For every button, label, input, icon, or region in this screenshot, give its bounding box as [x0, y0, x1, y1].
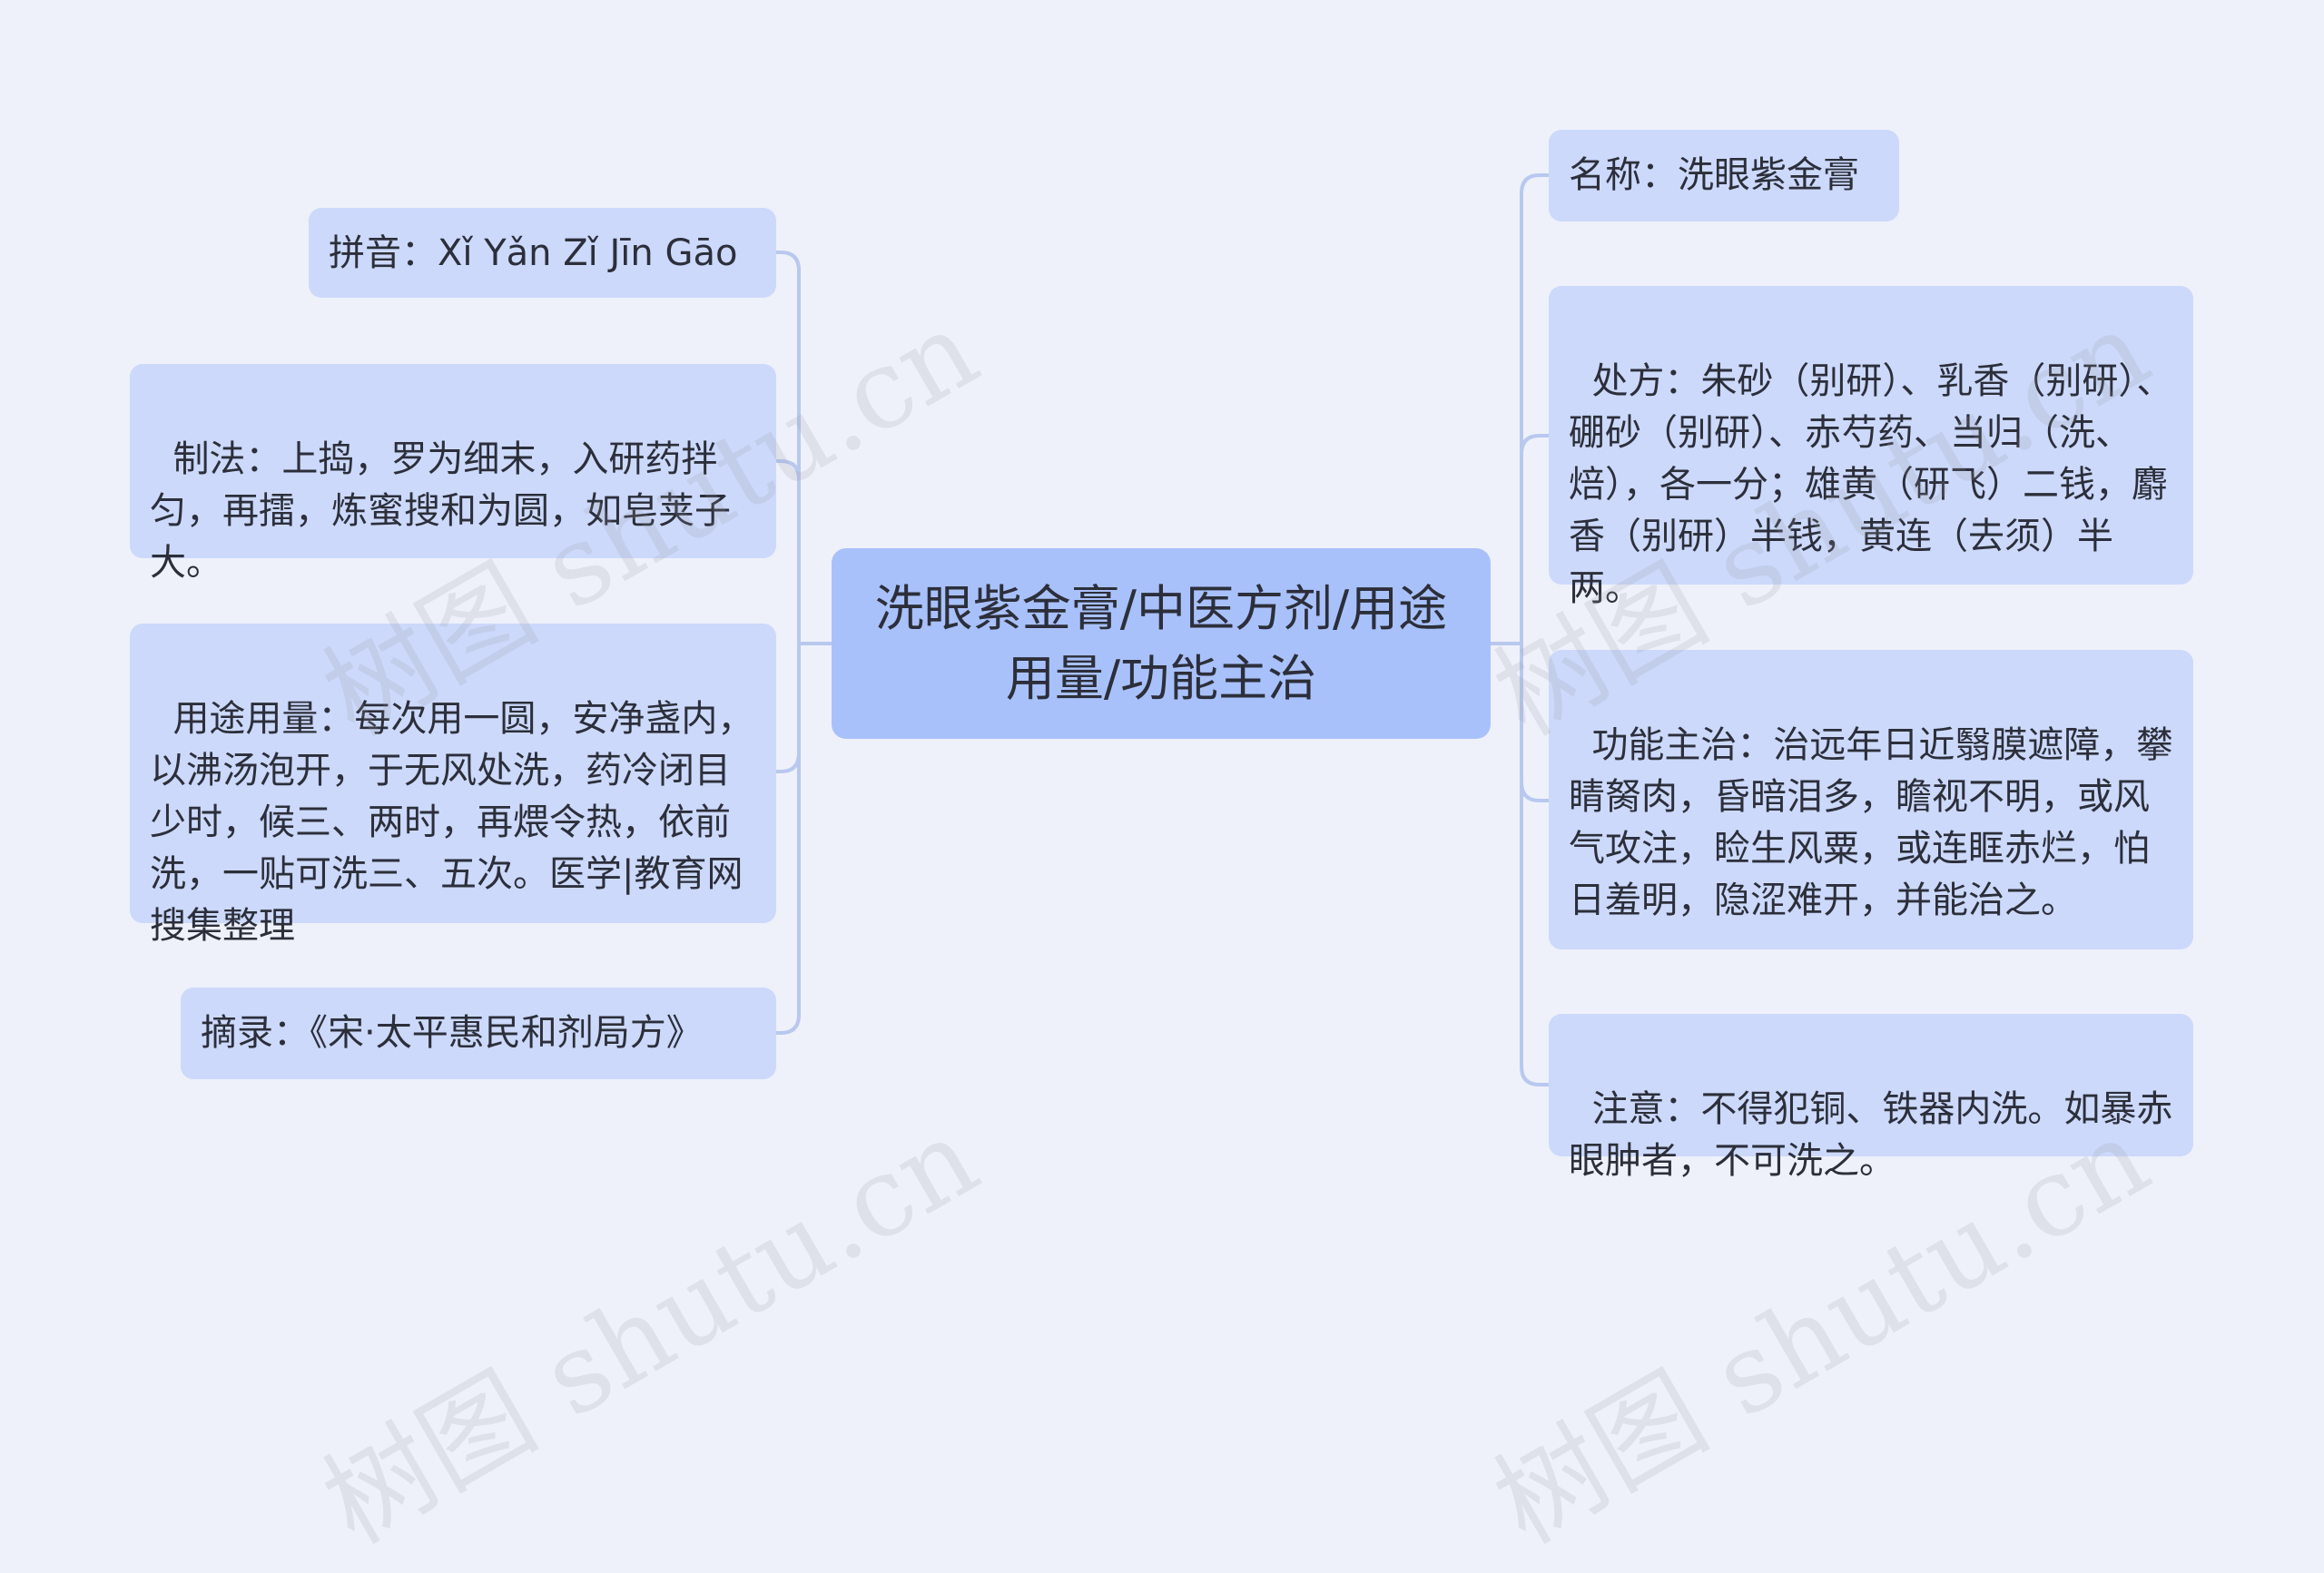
center-topic[interactable]: 洗眼紫金膏/中医方剂/用途用量/功能主治	[832, 548, 1491, 739]
node-usage[interactable]: 用途用量：每次用一圆，安净盏内，以沸汤泡开，于无风处洗，药冷闭目少时，候三、两时…	[130, 624, 776, 947]
node-name[interactable]: 名称：洗眼紫金膏	[1549, 130, 1899, 221]
node-caution-text: 注意：不得犯铜、铁器内洗。如暴赤眼肿者，不可洗之。	[1569, 1088, 2173, 1182]
node-prescription-text: 处方：朱砂（别研）、乳香（别研）、硼砂（别研）、赤芍药、当归（洗、焙），各一分；…	[1569, 360, 2173, 609]
node-usage-text: 用途用量：每次用一圆，安净盏内，以沸汤泡开，于无风处洗，药冷闭目少时，候三、两时…	[150, 698, 754, 947]
connector-lines	[776, 173, 1549, 1086]
center-topic-label: 洗眼紫金膏/中医方剂/用途用量/功能主治	[874, 580, 1448, 707]
connector-left-source	[776, 644, 801, 1035]
connector-right-function	[1520, 644, 1549, 802]
node-method[interactable]: 制法：上捣，罗为细末，入研药拌匀，再擂，炼蜜搜和为圆，如皂荚子大。	[130, 364, 776, 584]
node-pinyin[interactable]: 拼音：Xǐ Yǎn Zǐ Jīn Gāo	[309, 208, 776, 298]
node-function-text: 功能主治：治远年日近翳膜遮障，攀睛胬肉，昏暗泪多，瞻视不明，或风气攻注，睑生风粟…	[1569, 724, 2173, 921]
node-source[interactable]: 摘录：《宋·太平惠民和剂局方》	[181, 988, 776, 1079]
node-caution[interactable]: 注意：不得犯铜、铁器内洗。如暴赤眼肿者，不可洗之。	[1549, 1014, 2193, 1182]
connector-right-caution	[1520, 644, 1549, 1086]
connector-left-usage	[776, 644, 801, 773]
node-name-text: 名称：洗眼紫金膏	[1569, 154, 1859, 196]
connector-left-method	[776, 459, 801, 644]
node-source-text: 摘录：《宋·太平惠民和剂局方》	[201, 1012, 703, 1054]
connector-left-pinyin	[776, 251, 801, 644]
node-method-text: 制法：上捣，罗为细末，入研药拌匀，再擂，炼蜜搜和为圆，如皂荚子大。	[150, 438, 731, 584]
connector-right-name	[1520, 173, 1549, 644]
connector-right-prescription	[1520, 434, 1549, 644]
node-prescription[interactable]: 处方：朱砂（别研）、乳香（别研）、硼砂（别研）、赤芍药、当归（洗、焙），各一分；…	[1549, 286, 2193, 609]
node-pinyin-text: 拼音：Xǐ Yǎn Zǐ Jīn Gāo	[329, 232, 738, 274]
node-function[interactable]: 功能主治：治远年日近翳膜遮障，攀睛胬肉，昏暗泪多，瞻视不明，或风气攻注，睑生风粟…	[1549, 650, 2193, 949]
